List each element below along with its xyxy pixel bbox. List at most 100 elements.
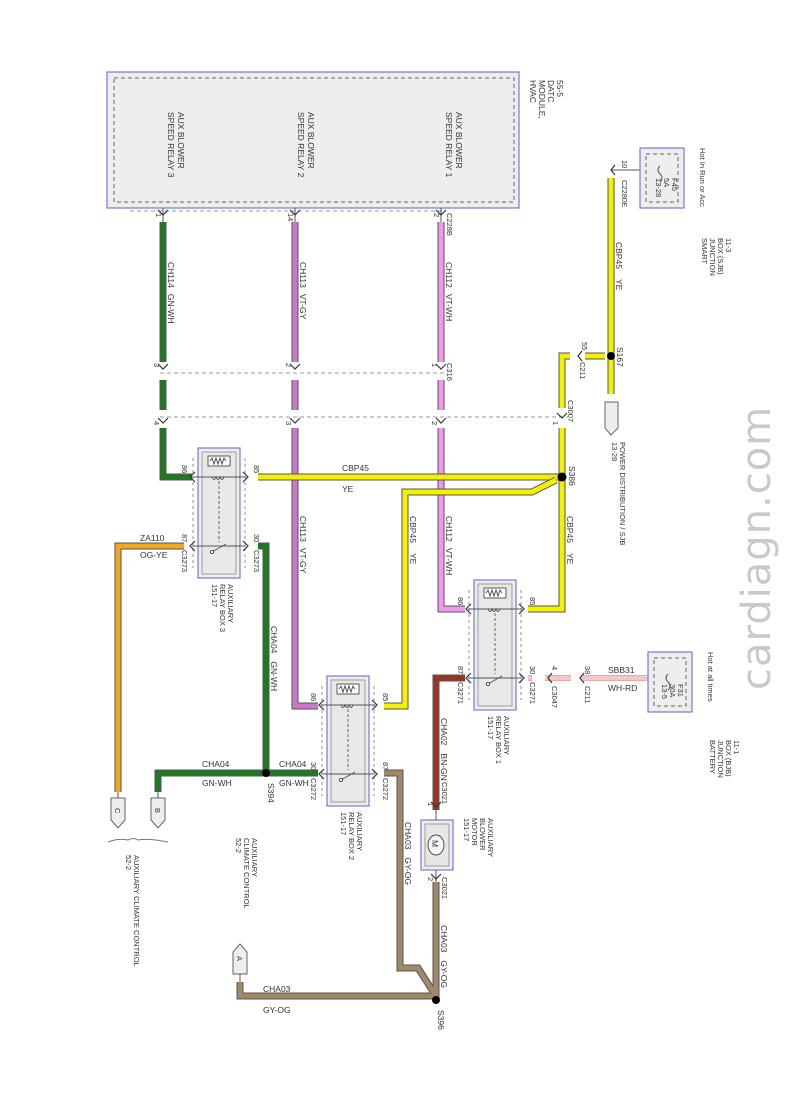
label-cbp45-relay2: CBP45YE	[408, 516, 418, 565]
bjb-header: Hot at all times	[706, 652, 715, 702]
svg-text:151-17: 151-17	[462, 818, 471, 841]
connector-pin-icon	[518, 672, 525, 684]
svg-text:151-17: 151-17	[339, 812, 348, 835]
svg-text:55: 55	[580, 342, 589, 350]
hvac-module-box	[106, 71, 520, 209]
connector-pin-icon	[157, 209, 169, 216]
label-cbp45-relay1: CBP45YE	[565, 516, 575, 565]
wire-ch114	[160, 222, 192, 480]
svg-text:10: 10	[620, 160, 629, 168]
relay-pin-label: 30	[252, 534, 261, 542]
svg-text:F31: F31	[676, 684, 685, 697]
label-cha03-left: CHA03GY-OG	[403, 822, 413, 885]
coil-icon	[211, 475, 225, 480]
svg-text:AUXILIARY: AUXILIARY	[250, 838, 259, 877]
coil-icon	[340, 703, 354, 708]
wires	[114, 178, 647, 1000]
connector-pin-icon	[318, 768, 325, 780]
svg-text:C: C	[113, 808, 122, 814]
svg-text:C211: C211	[578, 362, 587, 379]
label-cha04-left-circuit: CHA04	[202, 759, 230, 769]
pin-a-icon	[232, 943, 248, 975]
svg-text:HVAC: HVAC	[528, 80, 538, 103]
svg-text:RELAY BOX 3: RELAY BOX 3	[218, 584, 227, 632]
svg-text:S396: S396	[436, 1010, 446, 1030]
connector-pin-icon	[547, 672, 553, 684]
label-sbb31-color: WH-RD	[608, 683, 637, 693]
wire-cbp45-relay2	[384, 477, 558, 709]
label-za110-circuit: ZA110	[140, 533, 165, 543]
svg-text:1: 1	[426, 802, 435, 806]
battery-junction-box: F31 30A 13-5 Hot at all times BATTERY JU…	[647, 651, 741, 778]
wire-labels: CH114GN-WH CH113VT-GY CH112VT-WH CH113VT…	[140, 242, 637, 1015]
svg-text:1: 1	[551, 421, 560, 425]
label-cha03-bottom-circuit: CHA03	[263, 984, 291, 994]
connector-pin-icon	[289, 417, 301, 424]
relay-pin-label: 85	[252, 465, 261, 473]
relay-connector-label: C3272	[309, 778, 318, 800]
svg-text:30A: 30A	[668, 684, 677, 697]
svg-text:2: 2	[426, 877, 435, 881]
svg-text:S394: S394	[266, 783, 276, 803]
svg-text:DATC: DATC	[546, 80, 556, 103]
splice-s386	[557, 472, 567, 482]
pin-b-icon	[150, 797, 166, 829]
svg-text:SPEED RELAY 1: SPEED RELAY 1	[444, 112, 454, 178]
relay-pin-label: 87	[381, 762, 390, 770]
label-ch114: CH114GN-WH	[166, 262, 176, 324]
svg-text:C3021: C3021	[440, 877, 449, 899]
svg-text:RELAY BOX 2: RELAY BOX 2	[347, 812, 356, 860]
relay-connector-label: C3272	[381, 778, 390, 800]
power-distribution-connector: POWER DISTRIBUTION / SJB 13-28	[604, 401, 627, 545]
relay-pin-label: 85	[381, 693, 390, 701]
label-cha04-left-color: GN-WH	[202, 778, 232, 788]
auxiliary-blower-motor: M AUXILIARY BLOWER MOTOR 151-17	[420, 810, 495, 882]
svg-text:AUXILIARY CLIMATE CONTROL: AUXILIARY CLIMATE CONTROL	[132, 855, 141, 967]
hvac-output-relay1-label: AUX BLOWER SPEED RELAY 1	[444, 112, 464, 178]
connector-pin-icon	[430, 801, 442, 808]
label-cha04-right-circuit: CHA04	[279, 759, 307, 769]
svg-text:11-1: 11-1	[732, 740, 741, 754]
label-cha03-bottom-color: GY-OG	[263, 1005, 291, 1015]
hvac-output-relay2-label: AUX BLOWER SPEED RELAY 2	[296, 112, 316, 178]
label-ch113-mid: CH113VT-GY	[298, 516, 308, 574]
connector-labels: 1 14 2 C228B 3 2 1 C316 4 3 2 1 C3007 55…	[152, 160, 629, 899]
svg-text:5A: 5A	[662, 178, 671, 187]
svg-text:38: 38	[583, 666, 592, 674]
splice-s167	[607, 352, 615, 360]
label-cha03-right: CHA03GY-OG	[439, 925, 449, 988]
watermark: cardiagn.com	[734, 406, 780, 690]
brace-icon	[107, 838, 169, 843]
svg-text:BATTERY: BATTERY	[708, 740, 717, 774]
svg-text:2: 2	[430, 421, 439, 425]
svg-text:M: M	[430, 840, 440, 847]
connector-pin-icon	[435, 363, 447, 370]
svg-text:14: 14	[286, 213, 295, 221]
svg-text:C228B: C228B	[445, 213, 454, 236]
hvac-module: HVAC MODULE, DATC 55-5 AUX BLOWER SPEED …	[106, 71, 565, 209]
connector-pin-icon	[189, 540, 196, 552]
connector-pin-icon	[556, 412, 568, 419]
svg-text:4: 4	[550, 666, 559, 670]
fuse-f45-icon	[657, 165, 663, 183]
connector-pin-icon	[430, 873, 442, 880]
svg-text:AUX BLOWER: AUX BLOWER	[454, 112, 464, 169]
svg-text:52-2: 52-2	[124, 855, 133, 870]
connector-pin-icon	[318, 699, 325, 711]
label-ch112-top: CH112VT-WH	[444, 262, 454, 321]
relay-pin-label: 85	[528, 597, 537, 605]
hvac-output-relay3-label: AUX BLOWER SPEED RELAY 3	[166, 112, 186, 178]
svg-text:C2280E: C2280E	[620, 180, 629, 207]
bjb-name: BATTERY JUNCTION BOX (BJB) 11-1	[708, 740, 741, 778]
motor-name: AUXILIARY BLOWER MOTOR 151-17	[462, 818, 495, 857]
fuse-f45-label: F45 5A 13-28	[654, 178, 679, 197]
relay-connector-label: C3273	[180, 550, 189, 572]
svg-text:3: 3	[152, 363, 161, 367]
svg-text:BLOWER: BLOWER	[478, 818, 487, 851]
svg-text:52-2: 52-2	[234, 838, 243, 853]
svg-text:S386: S386	[567, 466, 577, 486]
splice-s394	[262, 769, 270, 777]
svg-text:3: 3	[284, 421, 293, 425]
